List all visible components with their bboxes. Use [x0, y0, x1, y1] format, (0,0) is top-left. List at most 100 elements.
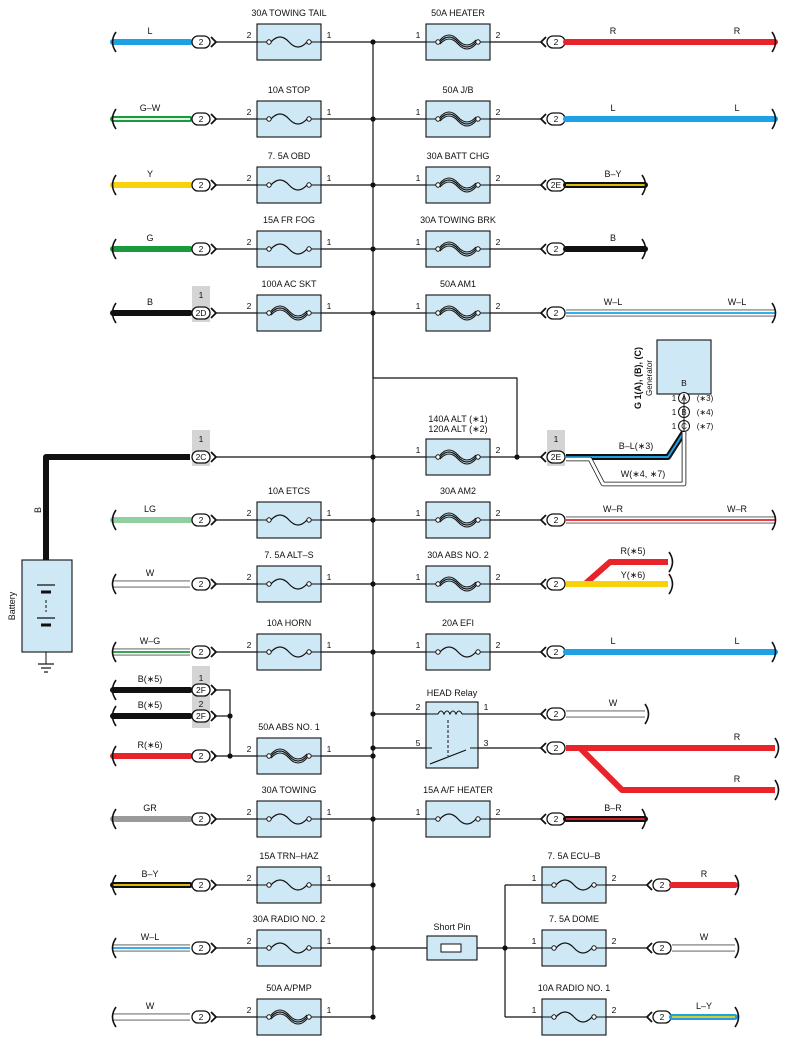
fuse-15a-fr-fog: [256, 230, 322, 268]
fusible-link-symbol: [439, 177, 477, 189]
wire-r4: [566, 309, 775, 317]
wire-break-symbol: [668, 551, 674, 573]
pin-number: 1: [416, 807, 421, 817]
wire-battery: [43, 454, 190, 560]
fuse-symbol: [270, 942, 308, 954]
fuse-label: 20A EFI: [442, 618, 474, 628]
pin-number: 2: [416, 702, 421, 712]
connector-label: 2: [199, 814, 204, 824]
fuse-terminal: [435, 454, 441, 460]
connector-sub-1: 2: [645, 941, 672, 955]
pin-number: 1: [416, 572, 421, 582]
fuse-terminal: [435, 116, 441, 122]
fuse-label: 140A ALT (∗1): [428, 414, 487, 424]
fuse-label: 10A ETCS: [268, 486, 310, 496]
connector-label: 2: [199, 180, 204, 190]
fusible-link-symbol: [270, 309, 308, 321]
connector-label: 2: [199, 37, 204, 47]
pin-number: 2: [247, 936, 252, 946]
connector-label: 2E: [551, 452, 562, 462]
connector-label: 2D: [196, 308, 207, 318]
pin-number: 2: [247, 744, 252, 754]
connector-label: 2: [660, 943, 665, 953]
pin-number: 1: [416, 445, 421, 455]
fusible-link-symbol: [439, 516, 477, 528]
pin-number: 1: [532, 936, 537, 946]
fuse-label: 7. 5A DOME: [549, 914, 599, 924]
wire-break-symbol: [111, 1006, 117, 1028]
connector-r4: 2: [539, 306, 566, 320]
fuse-label: 10A HORN: [267, 618, 312, 628]
pin-number: 1: [416, 301, 421, 311]
fuse-terminal: [306, 310, 312, 316]
fuse-100a-ac-skt: [256, 294, 322, 332]
fusible-link-symbol: [439, 36, 477, 48]
fuse-symbol: [555, 942, 593, 954]
fusible-link-symbol: [439, 576, 477, 588]
connector-body: [191, 683, 211, 697]
connector-arrow: [645, 942, 653, 954]
fuse-label: 15A A/F HEATER: [423, 785, 493, 795]
fuse-symbol: [270, 514, 308, 526]
connector-label: 2: [554, 743, 559, 753]
connector-arrow: [539, 742, 547, 754]
fuse-terminal: [591, 1014, 597, 1020]
fuse-label: 30A TOWING TAIL: [251, 8, 326, 18]
fuse-label: 30A ABS NO. 2: [427, 550, 489, 560]
connector-r1: 2: [539, 112, 566, 126]
connector-1: 2: [191, 112, 218, 126]
pin-number: 1: [327, 873, 332, 883]
bus-junction: [370, 1014, 376, 1020]
connector-arrow: [539, 243, 547, 255]
fusible-link-symbol: [439, 449, 477, 461]
fusible-link-symbol: [439, 38, 477, 50]
fuse-terminal: [306, 581, 312, 587]
connector-pin-number: 2: [199, 699, 204, 709]
fuse-label: 50A J/B: [442, 85, 473, 95]
fuse-7-5a-obd: [256, 166, 322, 204]
connector-10: 2: [191, 878, 218, 892]
junction-dot: [370, 711, 376, 717]
pin-number: 2: [496, 807, 501, 817]
connector-5: 2: [191, 513, 218, 527]
connector-r6: 2: [539, 577, 566, 591]
fusible-link-symbol: [439, 580, 477, 592]
connector-pin-number: 1: [199, 290, 204, 300]
generator-pin-number: 1: [672, 394, 677, 403]
connector-label: 2: [660, 880, 665, 890]
fuse-sub-1: [541, 929, 607, 967]
connector-label: 2: [554, 579, 559, 589]
connector-arrow: [539, 578, 547, 590]
pin-number: 2: [496, 237, 501, 247]
pin-number: 2: [247, 572, 252, 582]
connector-label: 2F: [196, 711, 206, 721]
fuse-label: 50A ABS NO. 1: [258, 722, 320, 732]
connector-label: 2: [199, 1012, 204, 1022]
wire-color-label: W–G: [140, 636, 161, 646]
wire-color-label: LG: [144, 504, 156, 514]
pin-number: 2: [496, 173, 501, 183]
junction-dot: [370, 745, 376, 751]
wire-break-symbol: [111, 174, 117, 196]
fuse-10a-stop: [256, 100, 322, 138]
pin-number: 2: [247, 107, 252, 117]
connector-arrow: [210, 179, 218, 191]
fuse-label: 30A RADIO NO. 2: [253, 914, 326, 924]
connector-arrow: [210, 1011, 218, 1023]
pin-number: 1: [327, 173, 332, 183]
fuse-50a-j-b: [425, 100, 491, 138]
fuse-terminal: [475, 246, 481, 252]
pin-number: 1: [327, 640, 332, 650]
connector-arrow: [539, 179, 547, 191]
connector-0: 2: [191, 35, 218, 49]
fuse-terminal: [266, 182, 272, 188]
fuse-terminal: [591, 945, 597, 951]
pin-number: 1: [327, 107, 332, 117]
fuse-symbol: [555, 879, 593, 891]
fusible-link-symbol: [439, 34, 477, 46]
pin-number: 2: [496, 445, 501, 455]
pin-number: 3: [484, 738, 489, 748]
fuse-label: 100A AC SKT: [261, 279, 317, 289]
wire-color-label: W(∗4, ∗7): [621, 469, 666, 479]
wire-color-label: G: [146, 233, 153, 243]
